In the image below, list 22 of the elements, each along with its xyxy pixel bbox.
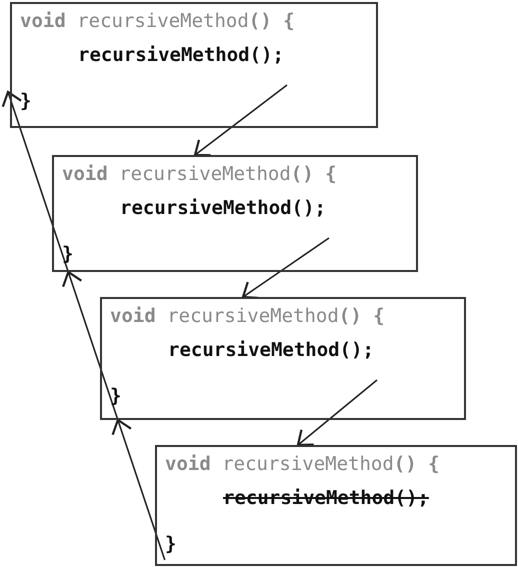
code-box — [52, 155, 418, 272]
code-box — [100, 297, 466, 420]
code-line: recursiveMethod(); — [120, 197, 326, 219]
code-line: } — [20, 90, 32, 112]
code-box — [155, 445, 517, 566]
arrow — [62, 270, 119, 420]
arrow — [194, 84, 288, 156]
arrow — [242, 237, 330, 300]
code-line: } — [165, 533, 176, 555]
code-line: } — [62, 243, 74, 265]
arrow — [112, 418, 166, 560]
arrow — [2, 90, 70, 272]
code-line: void recursiveMethod() { — [20, 10, 295, 32]
code-line: recursiveMethod(); — [78, 44, 284, 66]
code-line: void recursiveMethod() { — [110, 305, 385, 327]
arrow — [296, 379, 378, 446]
code-box — [10, 2, 378, 128]
code-line: void recursiveMethod() { — [165, 453, 440, 475]
code-line: } — [110, 385, 122, 407]
struck-code-line: recursiveMethod(); — [223, 487, 429, 509]
code-line: recursiveMethod(); — [168, 339, 374, 361]
code-line: void recursiveMethod() { — [62, 163, 337, 185]
